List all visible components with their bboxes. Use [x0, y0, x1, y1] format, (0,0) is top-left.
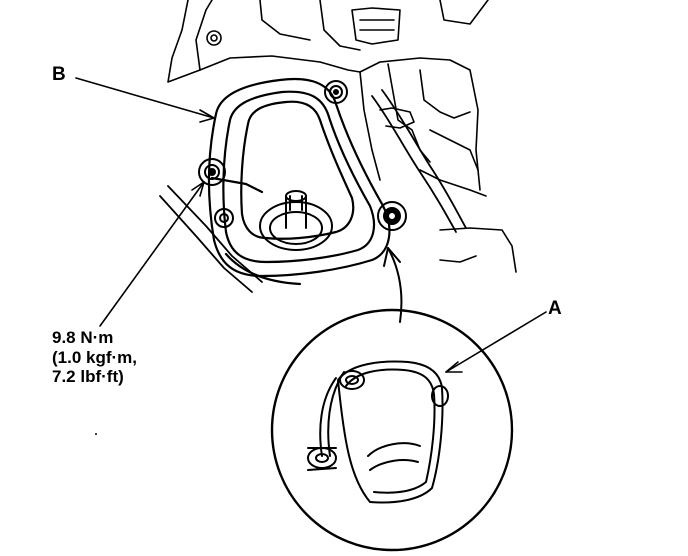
- torque-kgfm: (1.0 kgf·m,: [52, 347, 138, 367]
- bolt-lower-left: [214, 208, 234, 228]
- center-stud: [259, 190, 333, 251]
- bolt-upper-right: [324, 80, 348, 104]
- engine-block: [167, 0, 517, 273]
- callout-a-label: A: [548, 298, 562, 319]
- detail-arrow: [383, 247, 403, 323]
- leader-b: [75, 77, 215, 123]
- bolt-right: [377, 201, 407, 231]
- speck: [95, 433, 97, 435]
- detail-circle: [270, 308, 514, 552]
- torque-lbfft: 7.2 lbf·ft): [52, 367, 124, 387]
- gasket-detail: [307, 360, 449, 504]
- callout-b-label: B: [52, 64, 66, 85]
- leader-torque: [99, 181, 205, 327]
- torque-nm: 9.8 N·m: [52, 328, 114, 347]
- torque-specification: 9.8 N·m (1.0 kgf·m, 7.2 lbf·ft): [52, 328, 137, 387]
- leader-a: [445, 311, 547, 373]
- bolt-left: [198, 158, 226, 186]
- cover-assembly: [207, 78, 391, 286]
